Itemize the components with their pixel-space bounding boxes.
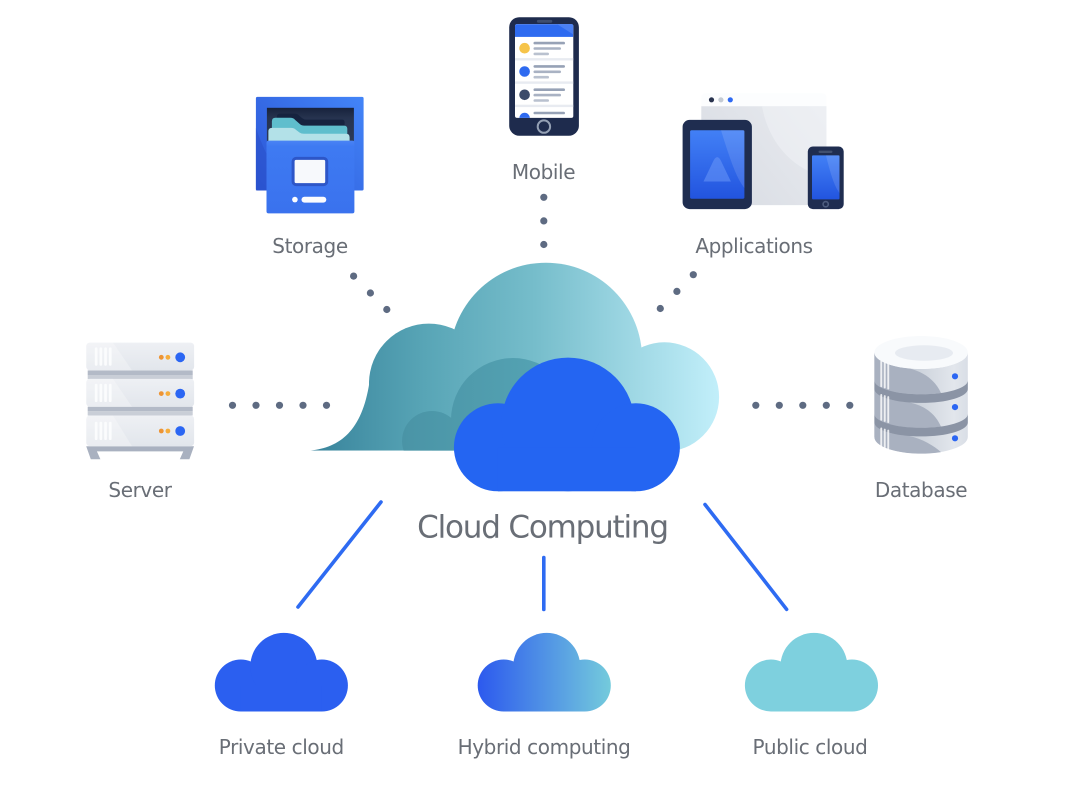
private-cloud-icon	[214, 632, 348, 712]
hybrid-computing-icon	[477, 632, 611, 712]
server-unit	[86, 415, 195, 447]
dotted-connector-mobile	[540, 193, 548, 249]
line-connector-private-cloud	[296, 500, 383, 609]
server-unit	[86, 378, 195, 407]
list-row	[519, 111, 565, 118]
browser-dot-1	[708, 97, 715, 103]
small-phone	[807, 146, 844, 210]
drawer-label-frame	[291, 156, 329, 187]
database-icon	[874, 336, 968, 454]
applications-icon	[682, 93, 844, 210]
storage-icon	[255, 96, 364, 214]
db-top-hole	[895, 345, 953, 361]
server-base	[86, 446, 194, 460]
app-header	[515, 24, 574, 37]
list-row	[515, 65, 574, 84]
phone-home-button	[822, 200, 830, 208]
list-row	[515, 41, 574, 61]
tablet	[682, 119, 752, 210]
label-server: Server	[108, 478, 172, 502]
label-hybrid-computing: Hybrid computing	[457, 735, 631, 759]
dotted-connector-database	[752, 401, 854, 409]
drawer-dot	[292, 196, 298, 203]
drawer-handle	[301, 196, 327, 203]
server-icon	[86, 342, 195, 460]
home-button	[536, 119, 552, 134]
dotted-connector-server	[228, 401, 331, 409]
label-applications: Applications	[695, 234, 813, 258]
dotted-connector-applications	[656, 271, 697, 313]
browser-dot-3	[727, 97, 733, 103]
dotted-connector-storage	[350, 272, 391, 314]
line-connector-public-cloud	[703, 502, 789, 612]
diagram-title: Cloud Computing	[417, 509, 669, 545]
central-cloud-front	[453, 357, 680, 492]
label-storage: Storage	[272, 234, 348, 258]
phone-speaker	[536, 19, 553, 23]
public-cloud-icon	[744, 632, 878, 712]
label-private-cloud: Private cloud	[218, 735, 344, 759]
list-row	[515, 88, 574, 108]
mobile-icon	[509, 17, 579, 136]
label-database: Database	[874, 478, 968, 502]
label-mobile: Mobile	[511, 160, 576, 184]
logo-mark	[703, 157, 731, 182]
central-cloud	[310, 262, 720, 492]
server-unit	[86, 342, 195, 371]
browser-dot-2	[718, 97, 724, 103]
label-public-cloud: Public cloud	[752, 735, 868, 759]
